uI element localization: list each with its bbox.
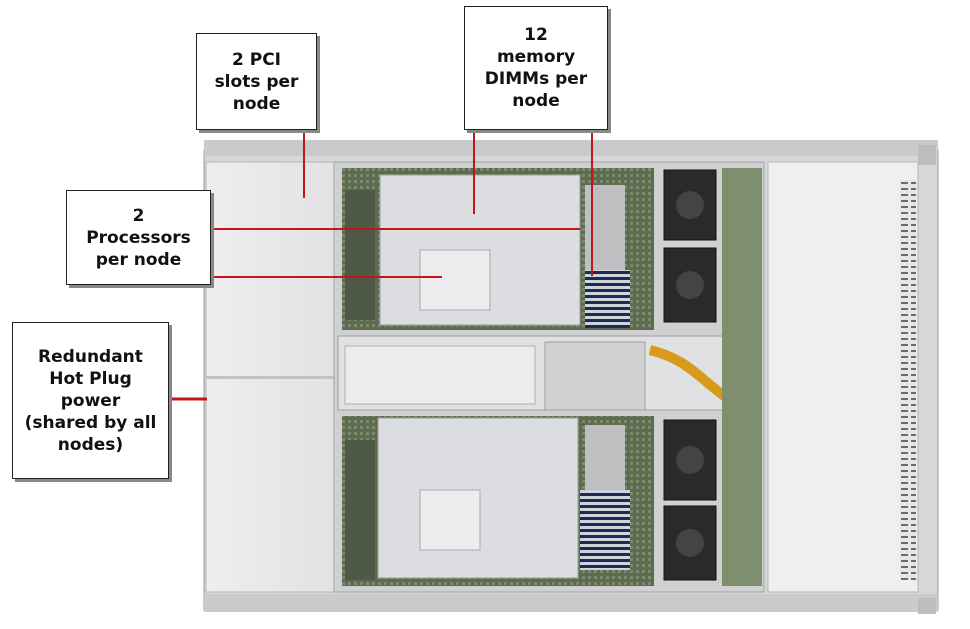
top-rail bbox=[204, 140, 938, 156]
psu-divider bbox=[206, 376, 334, 379]
upper-board-left bbox=[345, 190, 375, 320]
callout-pci-line-3: node bbox=[232, 93, 281, 114]
callout-processors-line-3: per node bbox=[95, 249, 182, 270]
callout-power-line-2: Hot Plug bbox=[49, 368, 132, 389]
callout-memory-line-2: memory bbox=[496, 47, 576, 67]
callout-power-line-3: power bbox=[60, 390, 121, 411]
leader-lines bbox=[169, 130, 593, 401]
front-vent bbox=[900, 180, 916, 580]
center-bracket bbox=[544, 341, 646, 411]
backplane bbox=[722, 168, 762, 586]
callout-processors-line-1: 2 bbox=[132, 205, 145, 226]
callout-pci-line-1: 2 PCI bbox=[231, 49, 281, 70]
bottom-rail bbox=[204, 594, 938, 612]
callout-pci-line-2: slots per bbox=[214, 71, 299, 92]
upper-cpu-shroud bbox=[419, 249, 491, 311]
fan-hub-1 bbox=[676, 191, 704, 219]
callout-processors-line-2: Processors bbox=[86, 227, 191, 248]
callout-pci-slots: 2 PCI slots per node bbox=[196, 33, 317, 130]
center-duct-inner bbox=[344, 345, 536, 405]
callout-memory-line-3: DIMMs per bbox=[484, 69, 588, 89]
callout-memory-line-1: 12 bbox=[524, 25, 548, 45]
fan-hub-3 bbox=[676, 446, 704, 474]
front-handle-top bbox=[918, 145, 936, 165]
upper-dimms bbox=[585, 270, 630, 328]
fan-lower-2 bbox=[663, 505, 717, 581]
fan-hub-2 bbox=[676, 271, 704, 299]
callout-power-supply: Redundant Hot Plug power (shared by all … bbox=[12, 322, 169, 479]
fan-hub-4 bbox=[676, 529, 704, 557]
front-handle-bottom bbox=[918, 598, 936, 614]
lower-dimms bbox=[580, 490, 630, 570]
callout-processors: 2 Processors per node bbox=[66, 190, 211, 285]
callout-power-line-5: nodes) bbox=[57, 434, 124, 455]
callout-power-line-4: (shared by all bbox=[24, 412, 157, 433]
callout-memory-dimms: 12 memory DIMMs per node bbox=[464, 6, 608, 130]
callout-power-line-1: Redundant bbox=[38, 346, 143, 367]
lower-cpu-shroud bbox=[419, 489, 481, 551]
lower-board-left bbox=[345, 440, 375, 580]
drive-bay-cover bbox=[767, 161, 919, 593]
callout-memory-line-4: node bbox=[512, 91, 560, 111]
